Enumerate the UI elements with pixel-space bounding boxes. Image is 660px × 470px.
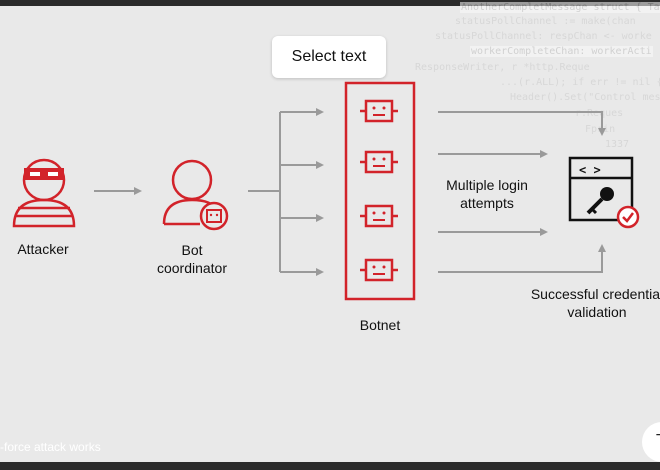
- bot-coordinator-label: Bot coordinator: [156, 242, 228, 276]
- code-line: ...(r.ALL); if err != nil { fm: [500, 77, 660, 88]
- attacker-icon: [12, 158, 76, 228]
- bot-coordinator-icon: [162, 159, 229, 231]
- attacker-label: Attacker: [17, 241, 69, 257]
- fanout-arrows: [248, 108, 324, 276]
- corner-button[interactable]: T: [642, 422, 660, 462]
- caption-text: -force attack works: [0, 440, 101, 454]
- code-line: Header().Set("Control message: [510, 92, 660, 103]
- top-bar: [0, 0, 660, 6]
- browser-key-icon: < >: [568, 156, 634, 222]
- robot-icon: [360, 99, 398, 123]
- check-badge-icon: [616, 205, 640, 229]
- botnet-box: [344, 81, 416, 301]
- code-line: AnotherCompletMessage struct { Targ: [460, 2, 660, 13]
- corner-button-glyph: T: [656, 432, 660, 450]
- robot-icon: [360, 150, 398, 174]
- select-text-button[interactable]: Select text: [272, 36, 386, 78]
- botnet-label: Botnet: [359, 317, 401, 333]
- robot-icon: [360, 258, 398, 282]
- code-line: statusPollChannel := make(chan: [455, 16, 636, 27]
- code-line: workerCompleteChan: workerActi: [470, 46, 653, 57]
- multiple-attempts-label: Multiple login attempts: [438, 176, 536, 212]
- robot-icon: [360, 204, 398, 228]
- bottom-bar: [0, 462, 660, 470]
- code-line: r.Reques: [575, 108, 624, 119]
- login-arrows: [438, 111, 606, 273]
- success-label: Successful credential validation: [530, 286, 660, 320]
- code-line: 1337: [605, 139, 630, 150]
- code-line: statusPollChannel: respChan <- worke: [435, 31, 652, 42]
- code-background: AnotherCompletMessage struct { Targ stat…: [360, 0, 660, 210]
- code-line: ResponseWriter, r *http.Reque: [415, 62, 590, 73]
- svg-text:< >: < >: [579, 163, 601, 177]
